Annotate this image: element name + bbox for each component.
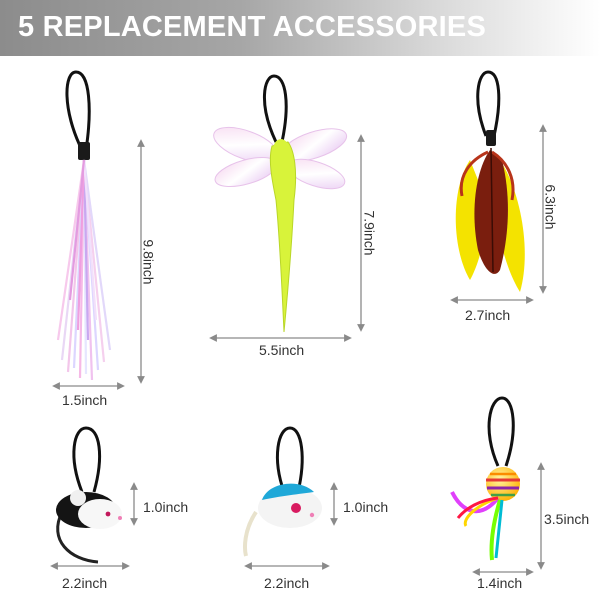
rainbow-ball-image — [450, 396, 545, 576]
black-white-mouse-image — [50, 426, 138, 570]
black-mouse-width-label: 2.2inch — [62, 575, 108, 591]
dragonfly-height-label: 7.9inch — [361, 210, 378, 256]
blue-mouse-height-label: 1.0inch — [343, 499, 389, 515]
blue-white-mouse-image — [243, 426, 338, 570]
black-mouse-height-label: 1.0inch — [143, 499, 189, 515]
tassel-width-label: 1.5inch — [62, 392, 108, 408]
blue-mouse-width-label: 2.2inch — [264, 575, 310, 591]
title-banner: 5 REPLACEMENT ACCESSORIES — [0, 0, 600, 56]
page-title: 5 REPLACEMENT ACCESSORIES — [18, 11, 486, 43]
feather-height-label: 6.3inch — [542, 184, 559, 230]
dragonfly-width-label: 5.5inch — [259, 342, 305, 358]
feather-toy-image — [450, 70, 547, 304]
tassel-height-label: 9.8inch — [140, 239, 157, 285]
feather-width-label: 2.7inch — [465, 307, 511, 323]
ball-width-label: 1.4inch — [477, 575, 523, 591]
ball-height-label: 3.5inch — [544, 511, 590, 527]
dragonfly-toy-image — [209, 74, 365, 342]
tassel-toy-image — [52, 70, 145, 390]
